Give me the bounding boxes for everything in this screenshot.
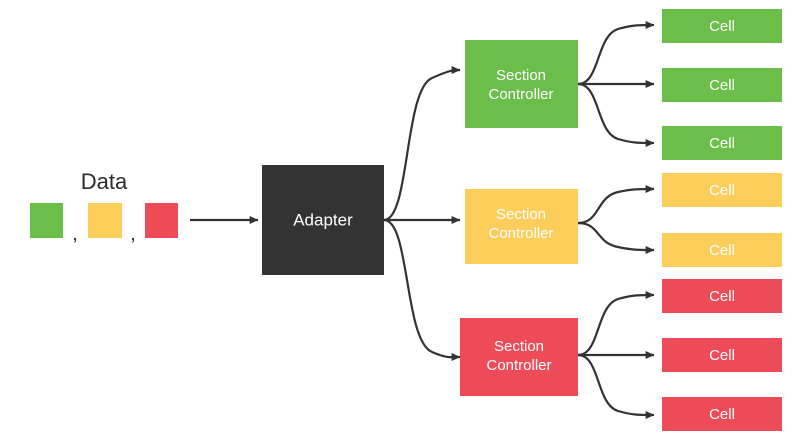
swatch-separator-1: , <box>72 223 78 245</box>
adapter-box[interactable] <box>262 165 384 275</box>
cell-red-1-box[interactable] <box>662 279 782 313</box>
section-controller-green-box[interactable] <box>465 40 578 128</box>
cell-red-1-label: Cell <box>709 288 735 305</box>
edge-red-controller-to-cell-1 <box>577 291 655 357</box>
edge-yellow-controller-to-cell-1 <box>577 185 655 225</box>
yellow-swatch <box>88 203 122 238</box>
section-controller-green-label-line1: Section <box>496 67 546 84</box>
cell-green-2-label: Cell <box>709 77 735 94</box>
green-swatch <box>30 203 63 238</box>
yellow-section-group: Section Controller Cell Cell <box>465 173 782 267</box>
data-source-group: Data , , <box>30 169 178 245</box>
green-section-group: Section Controller Cell Cell Cell <box>465 9 782 160</box>
section-controller-red[interactable]: Section Controller <box>460 318 578 396</box>
cell-green-3[interactable]: Cell <box>662 126 782 160</box>
edge-green-controller-to-cell-1 <box>577 21 655 86</box>
section-controller-yellow-box[interactable] <box>465 189 578 264</box>
cell-green-1-box[interactable] <box>662 9 782 43</box>
cell-yellow-1-label: Cell <box>709 182 735 199</box>
cell-red-1[interactable]: Cell <box>662 279 782 313</box>
edge-adapter-to-green-controller <box>383 66 461 222</box>
section-controller-red-label-line1: Section <box>494 338 544 355</box>
section-controller-yellow-label-line1: Section <box>496 206 546 223</box>
cell-green-1-label: Cell <box>709 18 735 35</box>
edge-green-controller-to-cell-3 <box>577 82 655 147</box>
cell-green-2[interactable]: Cell <box>662 68 782 102</box>
cell-yellow-1[interactable]: Cell <box>662 173 782 207</box>
cell-green-3-label: Cell <box>709 135 735 152</box>
cell-yellow-2[interactable]: Cell <box>662 233 782 267</box>
cell-green-1[interactable]: Cell <box>662 9 782 43</box>
cell-red-3[interactable]: Cell <box>662 397 782 431</box>
adapter-label: Adapter <box>293 210 353 229</box>
red-section-group: Section Controller Cell Cell Cell <box>460 279 782 431</box>
cell-red-3-label: Cell <box>709 406 735 423</box>
cell-red-2[interactable]: Cell <box>662 338 782 372</box>
edge-adapter-to-red-controller <box>383 218 461 362</box>
section-controller-yellow-label-line2: Controller <box>488 225 553 242</box>
section-controller-green[interactable]: Section Controller <box>465 40 578 128</box>
section-controller-red-box[interactable] <box>460 318 578 396</box>
cell-red-3-box[interactable] <box>662 397 782 431</box>
cell-green-2-box[interactable] <box>662 68 782 102</box>
red-swatch <box>145 203 178 238</box>
section-controller-red-label-line2: Controller <box>486 357 551 374</box>
section-controller-yellow[interactable]: Section Controller <box>465 189 578 264</box>
data-title: Data <box>81 169 128 194</box>
cell-yellow-2-box[interactable] <box>662 233 782 267</box>
cell-yellow-2-label: Cell <box>709 242 735 259</box>
cell-yellow-1-box[interactable] <box>662 173 782 207</box>
edge-yellow-controller-to-cell-2 <box>577 221 655 254</box>
section-controller-green-label-line2: Controller <box>488 86 553 103</box>
edge-red-controller-to-cell-3 <box>577 353 655 419</box>
cell-red-2-box[interactable] <box>662 338 782 372</box>
cell-green-3-box[interactable] <box>662 126 782 160</box>
swatch-separator-2: , <box>130 223 136 245</box>
adapter-node[interactable]: Adapter <box>262 165 384 275</box>
cell-red-2-label: Cell <box>709 347 735 364</box>
